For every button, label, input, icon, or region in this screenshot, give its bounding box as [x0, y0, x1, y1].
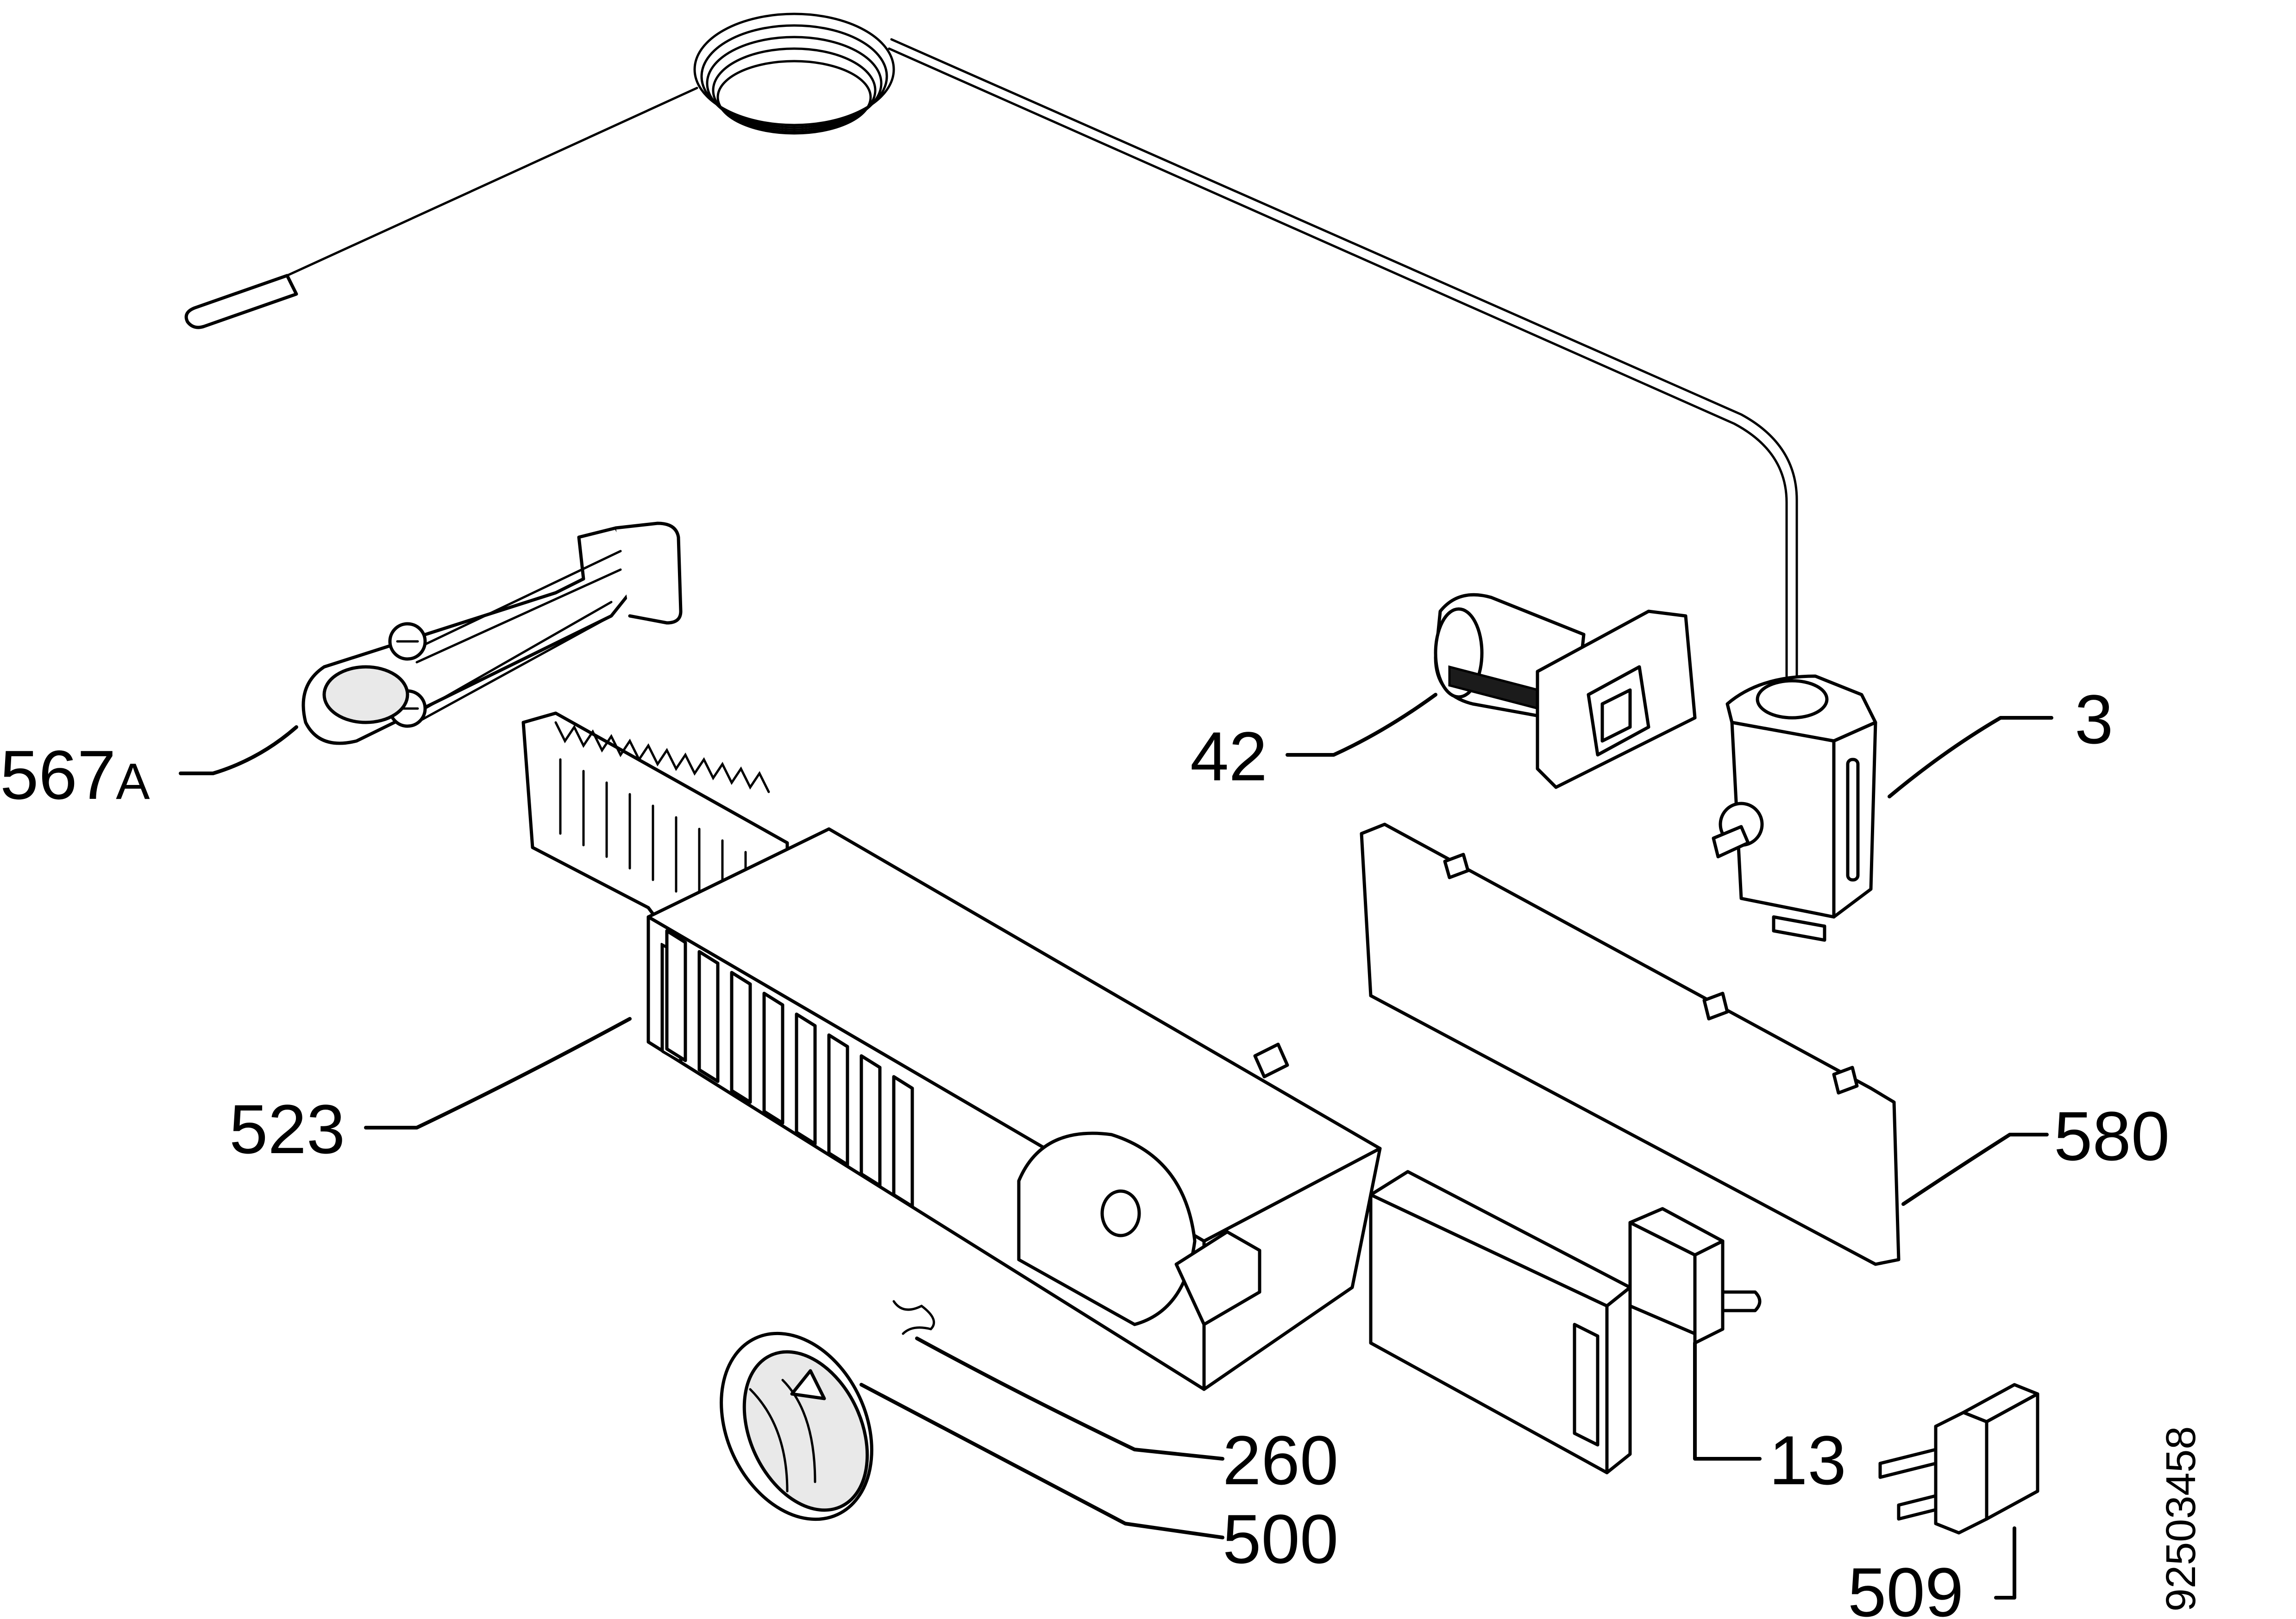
label-13: 13 — [1769, 1421, 1846, 1499]
leader-509 — [1994, 1526, 2016, 1600]
leader-3 — [1888, 716, 2053, 798]
knob-spring-260 — [892, 1300, 935, 1335]
sensor-bulb — [184, 274, 298, 329]
leader-580 — [1901, 1133, 2049, 1206]
leader-13 — [1693, 1341, 1762, 1461]
label-500: 500 — [1223, 1500, 1338, 1578]
thermostat-3 — [1712, 674, 1877, 942]
label-509: 509 — [1848, 1553, 1964, 1619]
leader-42 — [1286, 693, 1437, 757]
label-42: 42 — [1190, 717, 1267, 795]
capillary-tube — [184, 13, 1798, 678]
label-580: 580 — [2054, 1097, 2170, 1175]
knob-500 — [720, 1331, 873, 1521]
leader-lines — [179, 693, 2053, 1600]
front-grille-slots — [660, 929, 914, 1208]
light-cover — [1369, 1170, 1632, 1475]
control-housing-523 — [521, 711, 1382, 1391]
leader-500 — [859, 1383, 1224, 1539]
label-3: 3 — [2075, 680, 2113, 758]
capillary-line-to-thermostat — [890, 38, 1798, 678]
leader-260 — [915, 1337, 1224, 1461]
capillary-line-to-bulb — [286, 87, 698, 277]
label-523: 523 — [229, 1090, 345, 1168]
cover-panel-580 — [1360, 822, 1901, 1266]
leader-567a — [179, 725, 298, 775]
label-567a-suffix: A — [116, 753, 150, 810]
hinge-pin-509 — [1878, 1383, 2039, 1535]
capillary-line-to-thermostat-inner — [888, 47, 1788, 678]
part-labels: 567A 42 3 523 580 13 260 500 509 9250345… — [0, 680, 2204, 1619]
label-567a-number: 567 — [0, 736, 116, 814]
capillary-coil — [693, 13, 895, 135]
label-567a: 567A — [0, 736, 150, 814]
leader-523 — [364, 1017, 632, 1130]
document-number: 92503458 — [2158, 1426, 2204, 1612]
label-260: 260 — [1223, 1421, 1338, 1499]
switch-13 — [1628, 1207, 1762, 1345]
capillary-clip-567a — [301, 521, 683, 745]
lamp-holder-42 — [1434, 593, 1697, 789]
